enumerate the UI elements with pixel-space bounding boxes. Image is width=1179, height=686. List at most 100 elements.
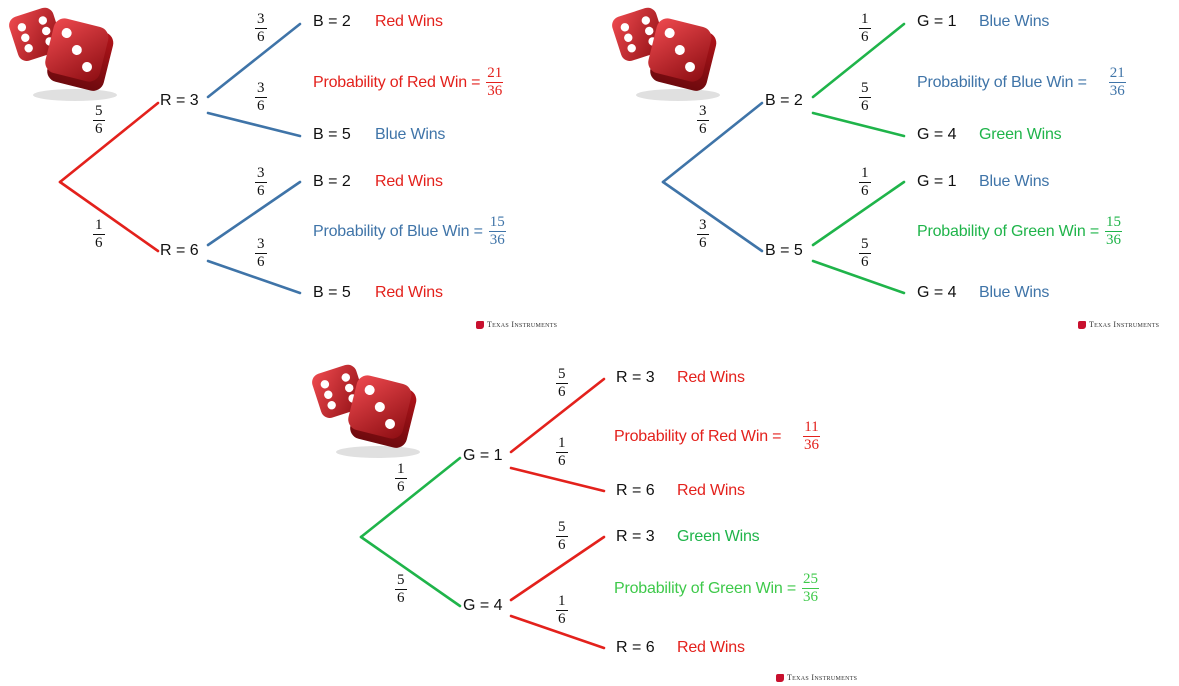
dice-pair-icon	[612, 7, 720, 101]
fraction-denominator: 36	[803, 589, 818, 605]
outcome-label: Blue Wins	[979, 13, 1050, 30]
fraction-denominator: 36	[487, 83, 503, 99]
leaf-value-label: R = 3	[616, 369, 655, 386]
fraction-numerator: 3	[697, 103, 709, 121]
fraction-denominator: 6	[558, 537, 566, 553]
ti-logo-icon	[776, 673, 784, 682]
fraction-denominator: 36	[804, 437, 819, 453]
ti-logo-text: Texas Instruments	[787, 673, 858, 682]
fraction-numerator: 21	[486, 65, 504, 83]
fraction-denominator: 6	[257, 98, 265, 114]
texas-instruments-logo: Texas Instruments	[476, 320, 557, 329]
fraction-denominator: 6	[397, 590, 405, 606]
leaf-value-label: B = 2	[313, 13, 351, 30]
tree-node-label: R = 3	[160, 92, 199, 109]
fraction-numerator: 5	[93, 103, 105, 121]
leaf-branch-green-vs-red-0	[509, 377, 606, 454]
leaf-value-label: G = 4	[917, 126, 957, 143]
leaf-branch-red-vs-blue-0	[206, 22, 302, 99]
leaf-branch-red-vs-blue-1	[206, 111, 302, 138]
fraction-numerator: 25	[802, 571, 819, 589]
fraction-numerator: 15	[488, 214, 506, 232]
leaf-value-label: R = 6	[616, 639, 655, 656]
leaf-value-label: G = 1	[917, 13, 957, 30]
fraction-denominator: 6	[257, 183, 265, 199]
texas-instruments-logo: Texas Instruments	[776, 673, 857, 682]
root-branch-green-vs-red-0	[359, 456, 462, 539]
root-branch-green-vs-red-1	[359, 535, 462, 608]
tree-node-label: G = 1	[463, 447, 503, 464]
fraction-numerator: 1	[395, 461, 407, 479]
fraction-numerator: 5	[556, 366, 568, 384]
leaf-branch-blue-vs-green-1	[811, 111, 906, 138]
outcome-label: Red Wins	[375, 173, 443, 190]
outcome-label: Red Wins	[677, 369, 745, 386]
probability-text: Probability of Red Win =	[614, 427, 782, 445]
leaf-value-label: G = 1	[917, 173, 957, 190]
root-branch-red-vs-blue-1	[58, 180, 160, 253]
leaf-value-label: R = 3	[616, 528, 655, 545]
leaf-branch-red-vs-blue-3	[206, 259, 302, 295]
leaf-branch-red-vs-blue-2	[206, 180, 302, 247]
root-branch-blue-vs-green-0	[661, 101, 764, 184]
fraction-denominator: 6	[397, 479, 405, 495]
dice-pair-icon	[312, 364, 420, 458]
fraction-numerator: 15	[1105, 214, 1122, 232]
fraction-denominator: 36	[1109, 83, 1125, 99]
outcome-label: Blue Wins	[979, 173, 1050, 190]
leaf-value-label: B = 5	[313, 284, 351, 301]
fraction-numerator: 5	[859, 236, 871, 254]
fraction-numerator: 5	[556, 519, 568, 537]
probability-text: Probability of Blue Win =	[917, 73, 1087, 91]
root-branch-blue-vs-green-1	[661, 180, 764, 253]
fraction-denominator: 36	[1106, 232, 1121, 248]
fraction-numerator: 1	[93, 217, 105, 235]
outcome-label: Red Wins	[375, 13, 443, 30]
leaf-branch-green-vs-red-2	[509, 535, 606, 602]
fraction-denominator: 6	[558, 384, 566, 400]
probability-text: Probability of Red Win =	[313, 73, 481, 91]
leaf-branch-blue-vs-green-2	[811, 180, 906, 247]
fraction-numerator: 3	[255, 11, 267, 29]
outcome-label: Red Wins	[677, 482, 745, 499]
ti-logo-icon	[1078, 320, 1086, 329]
fraction-denominator: 6	[558, 453, 566, 469]
outcome-label: Blue Wins	[375, 126, 446, 143]
fraction-numerator: 3	[255, 236, 267, 254]
leaf-branch-blue-vs-green-3	[811, 259, 906, 295]
fraction-denominator: 6	[257, 254, 265, 270]
fraction-numerator: 1	[859, 165, 871, 183]
texas-instruments-logo: Texas Instruments	[1078, 320, 1159, 329]
fraction-numerator: 1	[556, 435, 568, 453]
fraction-denominator: 6	[861, 183, 869, 199]
fraction-numerator: 3	[255, 80, 267, 98]
leaf-branch-green-vs-red-1	[509, 466, 606, 493]
root-branch-red-vs-blue-0	[58, 101, 160, 184]
leaf-value-label: R = 6	[616, 482, 655, 499]
outcome-label: Green Wins	[979, 126, 1062, 143]
tree-node-label: R = 6	[160, 242, 199, 259]
fraction-numerator: 1	[859, 11, 871, 29]
